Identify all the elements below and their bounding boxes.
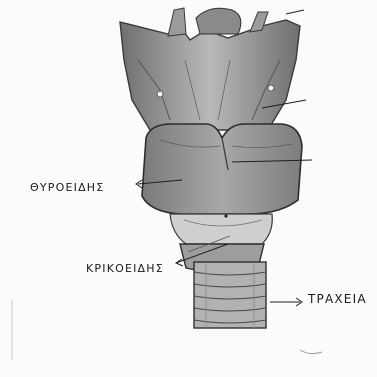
- pointer-line-top: [286, 10, 304, 14]
- cricoid-arrowhead: [176, 259, 183, 266]
- cricoid-label: ΚΡΙΚΟΕΙΔΗΣ: [86, 262, 164, 275]
- thyroid-label: ΘΥΡΟΕΙΔΗΣ: [30, 181, 104, 194]
- trachea: [194, 262, 266, 328]
- thyroid-cartilage: [142, 124, 302, 214]
- trachea-label: ΤΡΑΧΕΙΑ: [308, 292, 367, 306]
- hyoid-membrane: [120, 8, 300, 130]
- pencil-mark: [300, 350, 322, 354]
